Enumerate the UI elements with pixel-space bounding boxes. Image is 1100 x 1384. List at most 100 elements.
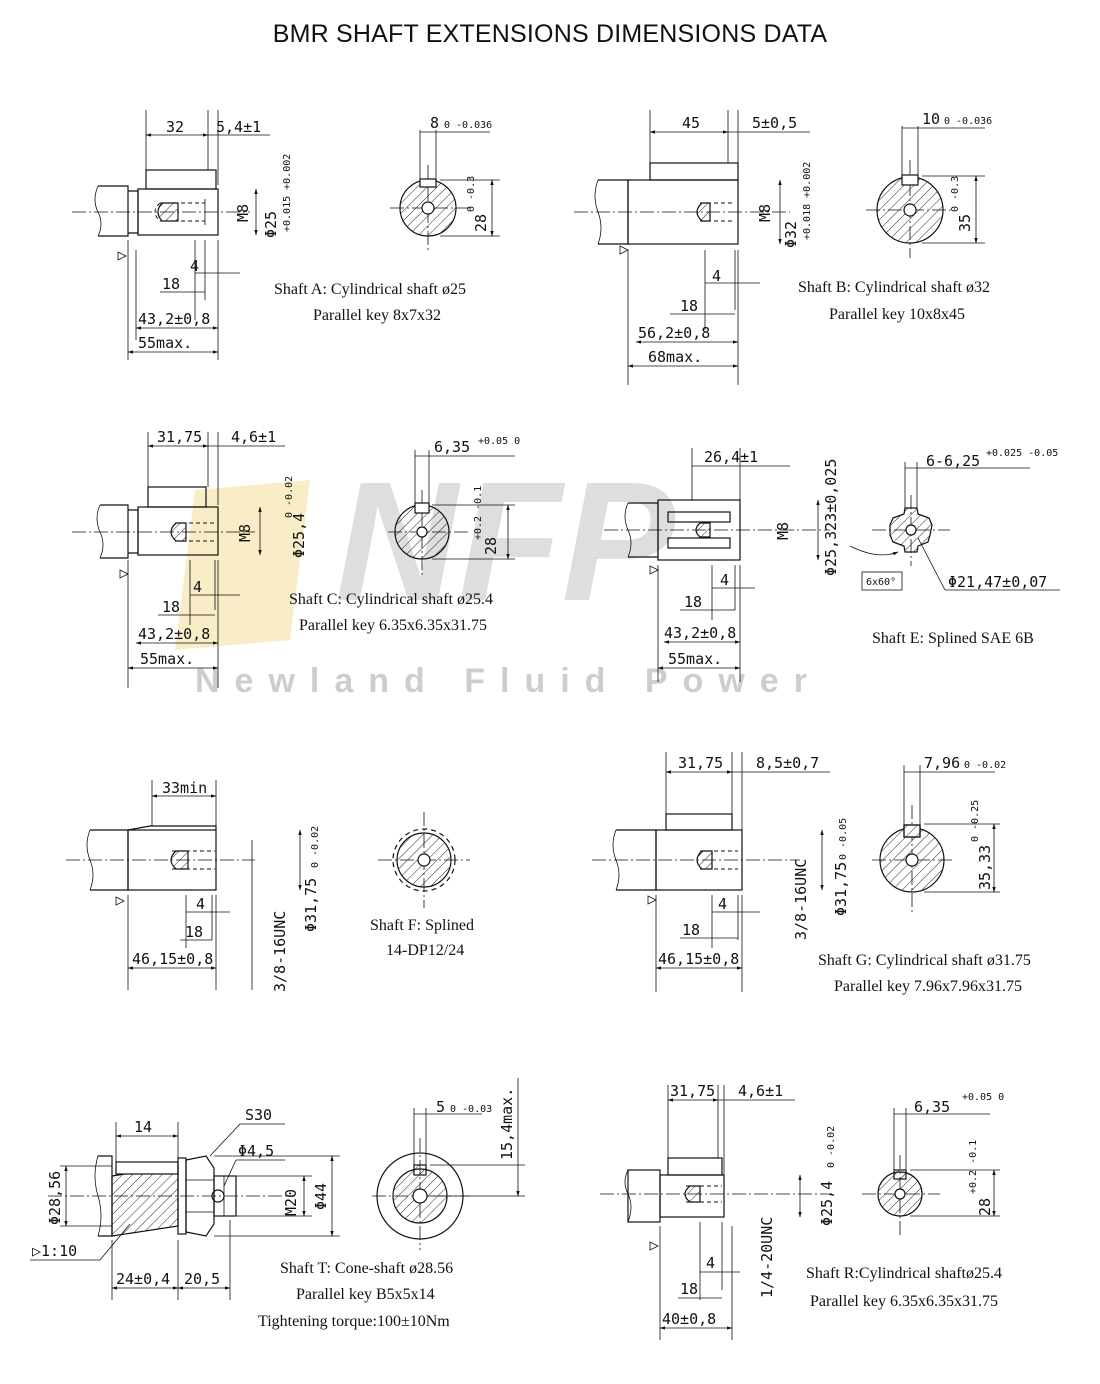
shaft-t-pin-diameter: Φ4,5	[238, 1142, 274, 1160]
shaft-g-dim-shaft-length: 46,15±0,8	[658, 950, 739, 968]
shaft-e-teeth-label: 6x60°	[866, 577, 896, 588]
shaft-a-caption-line1: Shaft A: Cylindrical shaft ø25	[274, 281, 466, 298]
shaft-g: 31,75 8,5±0,7 4 18 46,15±0,8 3/8-16UNC Φ…	[592, 752, 1031, 995]
shaft-c-key-height-tol: +0.2 -0.1	[473, 486, 484, 540]
shaft-r-caption-line1: Shaft R:Cylindrical shaftø25.4	[806, 1265, 1002, 1282]
shaft-g-thread-label: 3/8-16UNC	[792, 859, 810, 940]
shaft-g-dim-bore-depth: 18	[682, 921, 700, 939]
shaft-c-caption-line1: Shaft C: Cylindrical shaft ø25.4	[289, 591, 493, 608]
shaft-b-dim-bore-depth: 18	[680, 297, 698, 315]
shaft-a-side-view: 32 5,4±1 4 18 43,2±0,8 55max. M8 Φ25 +0.…	[72, 110, 293, 360]
shaft-t-section-view: 5 0 -0.03 15,4max.	[372, 1078, 525, 1250]
shaft-f: 33min 4 18 46,15±0,8 3/8-16UNC Φ31,75 0 …	[66, 779, 474, 992]
shaft-r-dim-bore-depth: 18	[680, 1280, 698, 1298]
shaft-e-dim-bore-depth: 18	[684, 593, 702, 611]
shaft-r: 31,75 4,6±1 4 18 40±0,8 1/4-20UNC Φ25,4 …	[600, 1082, 1004, 1340]
shaft-c-dim-thread-depth: 4	[193, 578, 202, 596]
shaft-b-diameter-tol: +0.018 +0.002	[802, 162, 813, 240]
shaft-a-dim-shaft-length: 43,2±0,8	[138, 310, 210, 328]
shaft-t-key-height: 15,4max.	[498, 1088, 516, 1160]
shaft-c: 31,75 4,6±1 4 18 43,2±0,8 55max. M8 Φ25,…	[72, 428, 520, 688]
shaft-a-dim-bore-depth: 18	[162, 275, 180, 293]
shaft-t-nut-size: S30	[245, 1106, 272, 1124]
shaft-b-key-width-tol: 0 -0.036	[944, 116, 992, 127]
shaft-c-thread-label: M8	[236, 524, 254, 542]
shaft-b-dim-thread-depth: 4	[712, 267, 721, 285]
shaft-g-key-width-tol: 0 -0.02	[964, 760, 1006, 771]
shaft-a-diameter-tol: +0.015 +0.002	[282, 154, 293, 232]
shaft-e-caption: Shaft E: Splined SAE 6B	[872, 630, 1034, 647]
shaft-t: 14 S30 Φ4,5 M20 Φ44 Φ28,56 ▷1:10	[30, 1078, 525, 1330]
shaft-r-section-view: 6,35 +0.05 0 28 +0.2 -0.1	[862, 1092, 1004, 1235]
shaft-c-dim-bore-depth: 18	[162, 598, 180, 616]
shaft-c-caption-line2: Parallel key 6.35x6.35x31.75	[299, 617, 487, 634]
shaft-g-diameter: Φ31,75	[832, 862, 850, 916]
shaft-g-caption-line1: Shaft G: Cylindrical shaft ø31.75	[818, 952, 1031, 969]
shaft-f-caption-line1: Shaft F: Splined	[370, 917, 474, 934]
shaft-r-dim-shaft-length: 40±0,8	[662, 1310, 716, 1328]
shaft-e-spline-width-tol: +0.025 -0.05	[986, 448, 1058, 459]
shaft-c-dim-key-offset: 4,6±1	[231, 428, 276, 446]
shaft-r-thread-label: 1/4-20UNC	[758, 1217, 776, 1298]
shaft-a-diameter: Φ25	[262, 211, 280, 238]
shaft-c-dim-max-length: 55max.	[140, 650, 194, 668]
shaft-t-dim-cone-length: 24±0,4	[116, 1270, 170, 1288]
shaft-r-diameter: Φ25,4	[818, 1181, 836, 1226]
shaft-f-diameter-tol: 0 -0.02	[310, 826, 321, 868]
shaft-a-dim-key-offset: 5,4±1	[216, 118, 261, 136]
shaft-a-section-view: 8 0 -0.036 28 0 -0.3	[390, 114, 500, 250]
shaft-e: 26,4±1 4 18 43,2±0,8 55max. M8 Φ25,323±0…	[604, 448, 1060, 682]
shaft-f-thread-label: 3/8-16UNC	[271, 911, 289, 992]
shaft-b-section-view: 10 0 -0.036 35 0 -0.3	[866, 110, 992, 258]
shaft-b-dim-max-length: 68max.	[648, 348, 702, 366]
shaft-t-key-width: 5	[436, 1098, 445, 1116]
shaft-a-dim-key-length: 32	[166, 118, 184, 136]
shaft-b-dim-key-length: 45	[682, 114, 700, 132]
shaft-a: 32 5,4±1 4 18 43,2±0,8 55max. M8 Φ25 +0.…	[72, 110, 500, 360]
shaft-r-dim-thread-depth: 4	[706, 1254, 715, 1272]
shaft-t-dim-thread-length: 20,5	[184, 1270, 220, 1288]
shaft-r-caption-line2: Parallel key 6.35x6.35x31.75	[810, 1293, 998, 1310]
shaft-r-diameter-tol: 0 -0.02	[826, 1126, 837, 1168]
shaft-a-dim-thread-depth: 4	[190, 257, 199, 275]
shaft-r-dim-key-length: 31,75	[670, 1082, 715, 1100]
shaft-a-key-width: 8	[430, 114, 439, 132]
shaft-r-key-height: 28	[976, 1198, 994, 1216]
shaft-t-thread-label: M20	[282, 1189, 300, 1216]
shaft-g-key-height: 35,33	[976, 845, 994, 890]
shaft-c-diameter: Φ25,4	[290, 513, 308, 558]
shaft-a-key-height-tol: 0 -0.3	[466, 176, 477, 212]
shaft-e-minor-diameter: Φ21,47±0,07	[948, 573, 1047, 591]
watermark-accent-shape	[175, 480, 310, 650]
shaft-b-key-height: 35	[956, 214, 974, 232]
shaft-b-dim-key-offset: 5±0,5	[752, 114, 797, 132]
shaft-a-caption-line2: Parallel key 8x7x32	[313, 307, 441, 324]
shaft-g-diameter-tol: 0 -0.05	[838, 818, 849, 860]
shaft-e-thread-label: M8	[774, 522, 792, 540]
shaft-f-dim-bore-depth: 18	[185, 923, 203, 941]
shaft-t-dim-key-length: 14	[134, 1118, 152, 1136]
watermark-logo: NFP	[335, 447, 676, 637]
page-title: BMR SHAFT EXTENSIONS DIMENSIONS DATA	[272, 20, 828, 48]
shaft-c-dim-key-length: 31,75	[157, 428, 202, 446]
shaft-b-caption-line2: Parallel key 10x8x45	[829, 306, 965, 323]
shaft-c-side-view: 31,75 4,6±1 4 18 43,2±0,8 55max. M8 Φ25,…	[72, 428, 308, 688]
shaft-a-key-height: 28	[472, 214, 490, 232]
shaft-b-caption-line1: Shaft B: Cylindrical shaft ø32	[798, 279, 990, 296]
shaft-f-diameter: Φ31,75	[302, 878, 320, 932]
shaft-g-key-width: 7,96	[924, 754, 960, 772]
shaft-a-key-width-tol: 0 -0.036	[444, 120, 492, 131]
shaft-g-section-view: 7,96 0 -0.02 35,33 0 -0.25	[872, 754, 1006, 912]
shaft-f-dim-spline-length: 33min	[162, 779, 207, 797]
shaft-b-diameter: Φ32	[782, 221, 800, 248]
shaft-b-key-height-tol: 0 -0.3	[950, 176, 961, 212]
shaft-t-caption-line3: Tightening torque:100±10Nm	[258, 1313, 450, 1330]
shaft-t-caption-line2: Parallel key B5x5x14	[296, 1286, 435, 1303]
shaft-b-thread-label: M8	[756, 204, 774, 222]
shaft-e-dim-max-length: 55max.	[668, 650, 722, 668]
shaft-f-section-view	[378, 812, 470, 908]
shaft-r-dim-key-offset: 4,6±1	[738, 1082, 783, 1100]
shaft-e-dim-thread-depth: 4	[720, 571, 729, 589]
shaft-g-dim-key-length: 31,75	[678, 754, 723, 772]
shaft-e-spline-width: 6-6,25	[926, 452, 980, 470]
